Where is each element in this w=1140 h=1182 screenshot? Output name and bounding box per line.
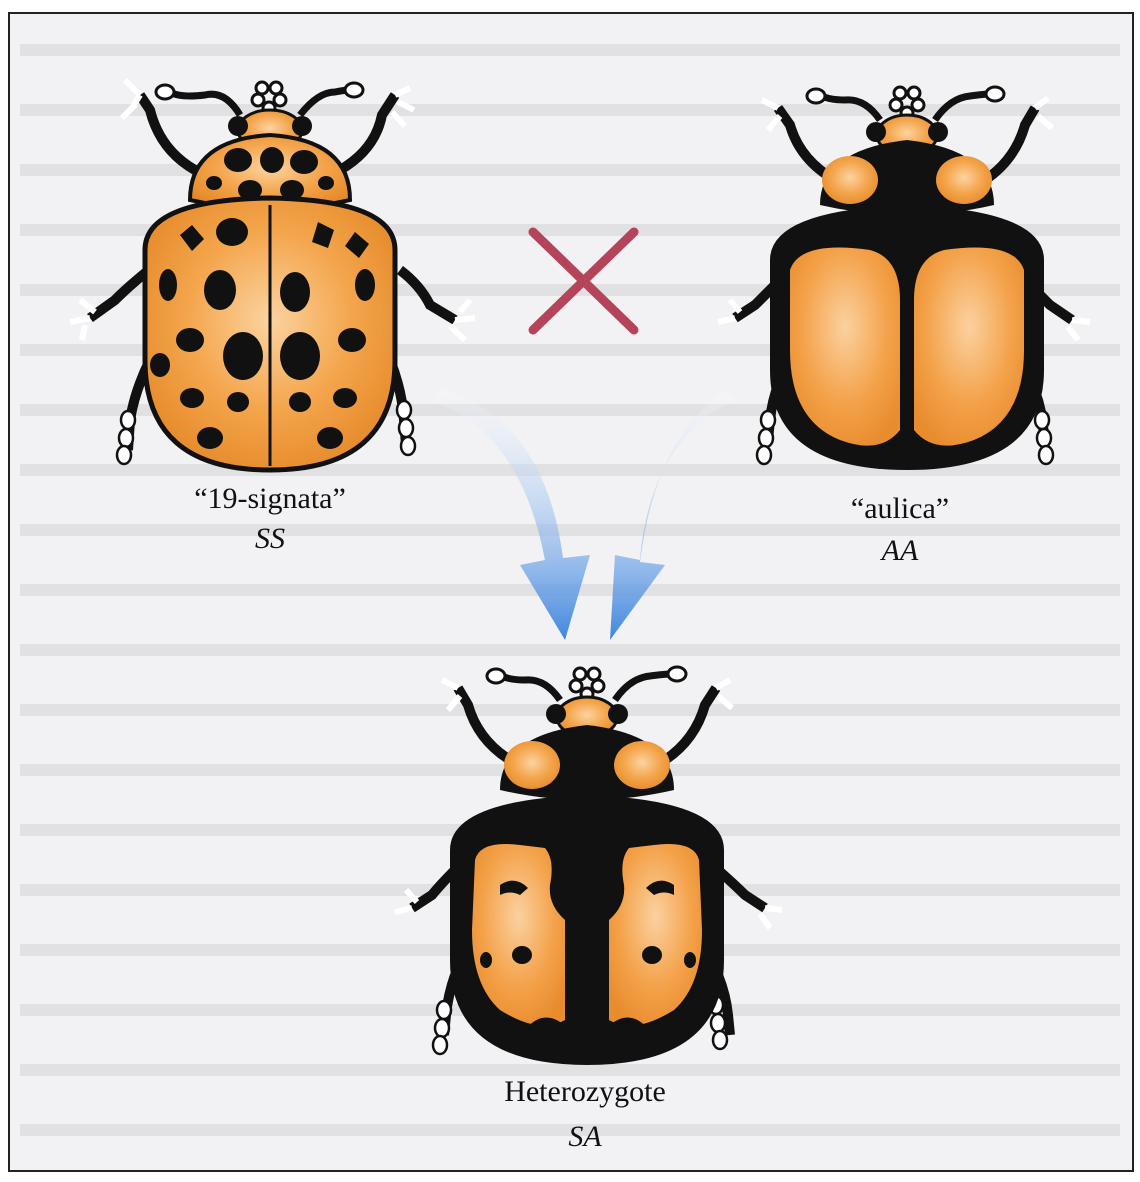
- arrows: [430, 388, 735, 640]
- cross-symbol: [533, 232, 634, 330]
- label-19-signata-name: “19-signata”: [160, 482, 380, 516]
- label-aulica-name: “aulica”: [790, 492, 1010, 526]
- label-heterozygote-name: Heterozygote: [450, 1075, 720, 1109]
- label-aulica-genotype: AA: [790, 534, 1010, 568]
- label-heterozygote-genotype: SA: [450, 1120, 720, 1154]
- label-19-signata-genotype: SS: [160, 522, 380, 556]
- arrow-right: [610, 390, 735, 640]
- arrow-left: [430, 388, 590, 640]
- beetle-aulica: [718, 87, 1090, 470]
